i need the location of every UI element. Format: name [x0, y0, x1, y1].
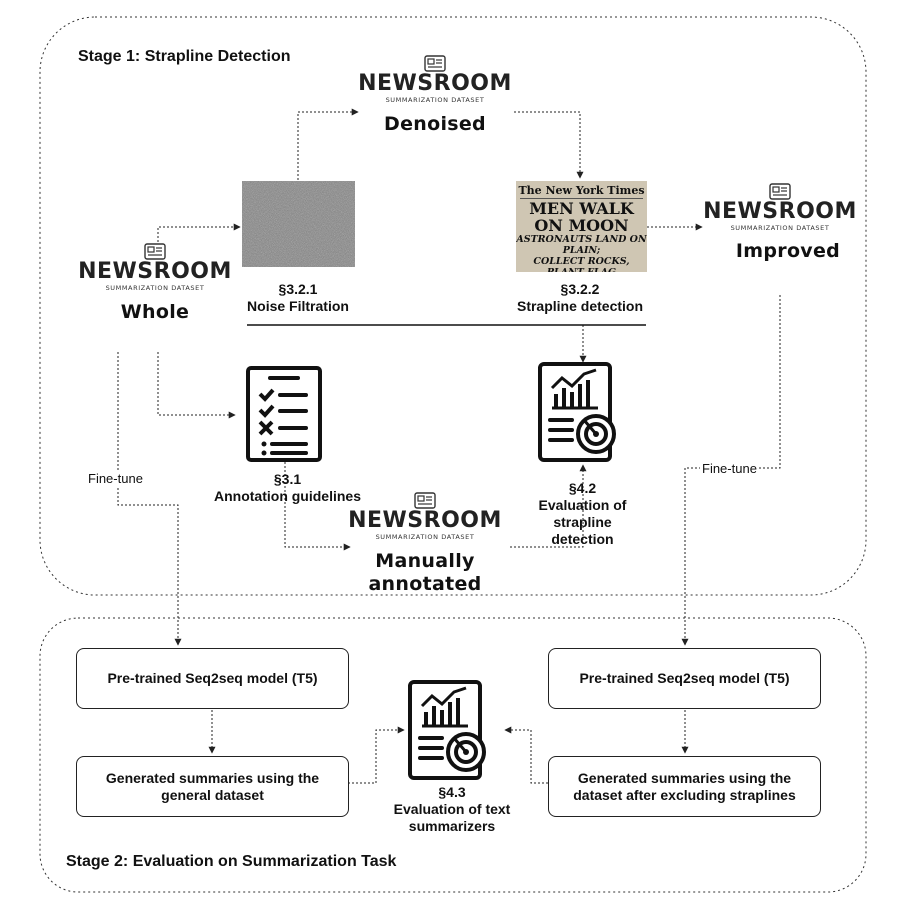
- dataset-denoised-label: Denoised: [384, 113, 486, 135]
- arrow-whole-to-noise: [157, 223, 241, 242]
- arrow-noise-to-denoised: [297, 108, 359, 180]
- arrow-whole-to-model-left: [117, 352, 182, 646]
- arrow-whole-to-guidelines: [157, 352, 236, 419]
- model-right-text: Pre-trained Seq2seq model (T5): [579, 670, 790, 686]
- manual-line2: annotated: [368, 573, 482, 595]
- section-number: §3.2.1: [278, 281, 318, 297]
- annotation-guidelines-label: §3.1 Annotation guidelines: [200, 471, 375, 505]
- newsroom-logo-denoised: NEWSROOM SUMMARIZATION DATASET: [355, 55, 515, 104]
- step-title: Strapline detection: [516, 298, 644, 314]
- newspaper-subhead-2: COLLECT ROCKS, PLANT FLAG: [533, 256, 630, 272]
- eval-strapline-label: §4.2 Evaluation of strapline detection: [505, 480, 660, 548]
- newspaper-subhead-1: ASTRONAUTS LAND ON PLAIN;: [516, 234, 647, 256]
- finetune-left-label: Fine-tune: [86, 471, 145, 486]
- analytics-target-icon: [408, 680, 486, 780]
- stage2-title: Stage 2: Evaluation on Summarization Tas…: [66, 853, 397, 870]
- section-number: §4.2: [568, 480, 597, 496]
- eval-line1: Evaluation of: [538, 497, 627, 513]
- generated-right-line2: dataset after excluding straplines: [573, 786, 796, 803]
- dataset-manual-label: Manually annotated: [340, 550, 510, 596]
- manual-line1: Manually: [375, 550, 475, 572]
- arrow-gen-right-to-eval43: [504, 726, 548, 784]
- newspaper-masthead: The New York Times: [518, 184, 645, 197]
- finetune-right-label: Fine-tune: [700, 461, 759, 476]
- noise-filtration-label: §3.2.1 Noise Filtration: [228, 281, 368, 315]
- newsroom-logo-manual: NEWSROOM SUMMARIZATION DATASET: [345, 492, 505, 541]
- newspaper-icon: [75, 243, 235, 260]
- generated-left-line2: general dataset: [161, 786, 264, 803]
- arrow-guidelines-to-manual: [284, 462, 351, 551]
- noise-image: [242, 181, 355, 267]
- newspaper-headline: MEN WALK ON MOON: [529, 199, 634, 235]
- arrow-denoised-to-strapline: [514, 111, 584, 179]
- newspaper-front-page-image: The New York Times MEN WALK ON MOON ASTR…: [516, 181, 647, 272]
- eval-line2: summarizers: [408, 818, 496, 834]
- brand-name: NEWSROOM: [358, 71, 512, 96]
- eval-line3: detection: [551, 531, 614, 547]
- section-number: §3.1: [273, 471, 302, 487]
- section-number: §3.2.2: [560, 281, 600, 297]
- checklist-icon: [246, 366, 322, 462]
- newsroom-logo-whole: NEWSROOM SUMMARIZATION DATASET: [75, 243, 235, 292]
- model-right-box: Pre-trained Seq2seq model (T5): [548, 648, 821, 709]
- dataset-whole-label: Whole: [120, 301, 190, 323]
- generated-left-line1: Generated summaries using the: [105, 769, 320, 786]
- brand-name: NEWSROOM: [78, 259, 232, 284]
- model-left-box: Pre-trained Seq2seq model (T5): [76, 648, 349, 709]
- arrow-manual-to-eval42: [510, 464, 587, 548]
- brand-name: NEWSROOM: [348, 508, 502, 533]
- generated-right-line1: Generated summaries using the: [577, 769, 792, 786]
- arrow-gen-left-to-eval43: [348, 726, 405, 784]
- strapline-detection-label: §3.2.2 Strapline detection: [500, 281, 660, 315]
- generated-left-box: Generated summaries using the general da…: [76, 756, 349, 817]
- newspaper-icon: [700, 183, 860, 200]
- model-left-text: Pre-trained Seq2seq model (T5): [107, 670, 318, 686]
- section-number: §4.3: [438, 784, 466, 800]
- step-title: Annotation guidelines: [214, 488, 361, 504]
- eval-summarizers-label: §4.3 Evaluation of text summarizers: [372, 784, 532, 835]
- generated-right-box: Generated summaries using the dataset af…: [548, 756, 821, 817]
- newspaper-icon: [355, 55, 515, 72]
- stage2-container: [39, 617, 867, 893]
- brand-name: NEWSROOM: [703, 199, 857, 224]
- analytics-target-icon: [538, 362, 616, 462]
- brand-subtitle: SUMMARIZATION DATASET: [730, 224, 830, 232]
- eval-line1: Evaluation of text: [393, 801, 511, 817]
- eval-line2: strapline: [553, 514, 612, 530]
- brand-subtitle: SUMMARIZATION DATASET: [375, 533, 475, 541]
- dataset-improved-label: Improved: [735, 240, 841, 262]
- newsroom-logo-improved: NEWSROOM SUMMARIZATION DATASET: [700, 183, 860, 232]
- step-title: Noise Filtration: [247, 298, 349, 314]
- newspaper-icon: [345, 492, 505, 509]
- stage1-title: Stage 1: Strapline Detection: [78, 48, 291, 65]
- brand-subtitle: SUMMARIZATION DATASET: [105, 284, 205, 292]
- brand-subtitle: SUMMARIZATION DATASET: [385, 96, 485, 104]
- stage1-container: [39, 16, 867, 596]
